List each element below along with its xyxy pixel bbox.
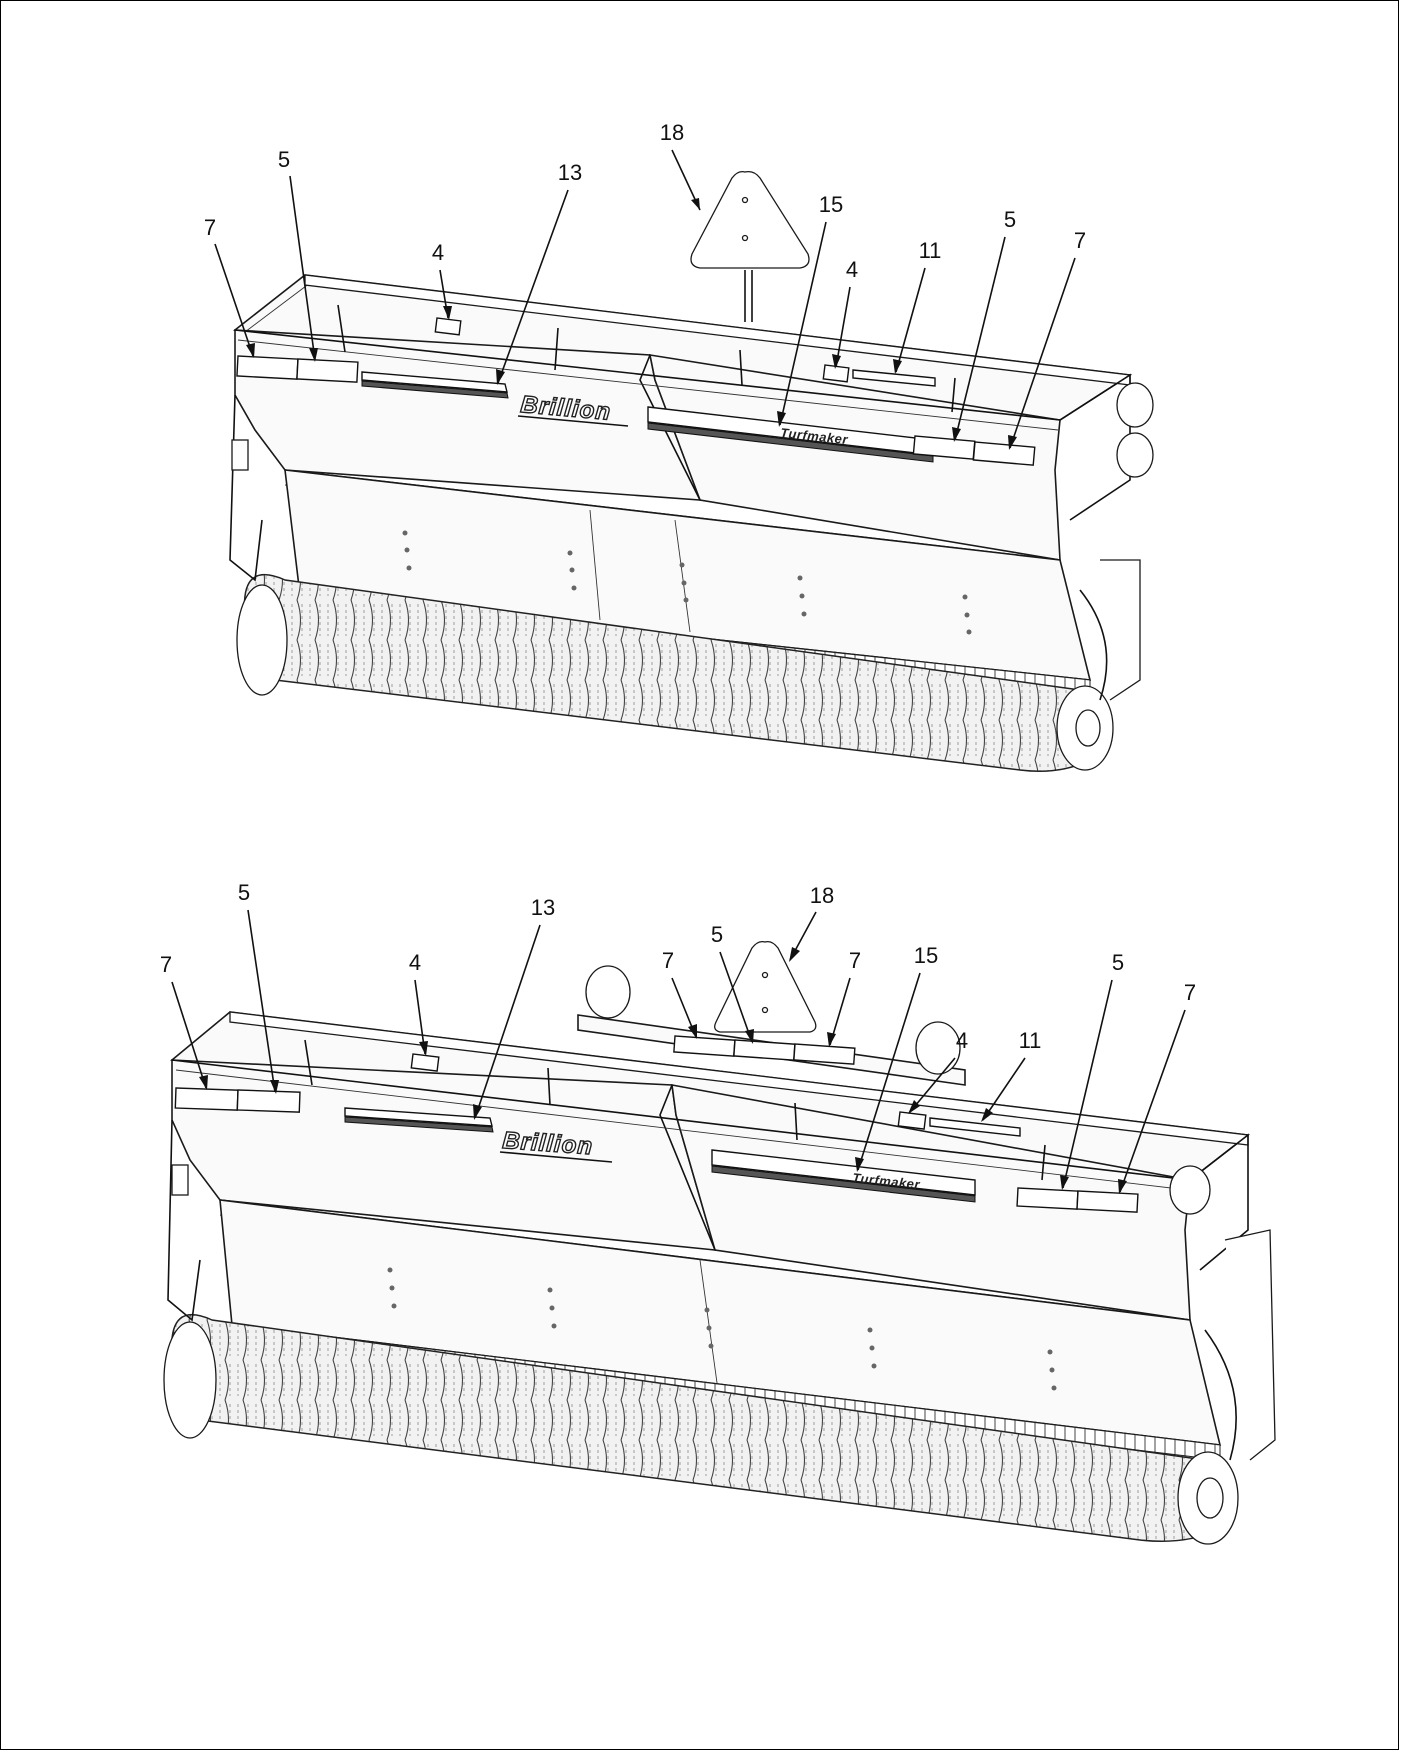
callout-7-lower-rear-right: 7 <box>849 948 861 973</box>
callout-18-lower: 18 <box>810 883 834 908</box>
decal-5-lower-right <box>1016 1187 1079 1210</box>
callout-7-upper-left: 7 <box>204 215 216 240</box>
smv-emblem-lower <box>714 940 817 1033</box>
callout-7-lower-left: 7 <box>160 952 172 977</box>
callout-5-upper-right: 5 <box>1004 207 1016 232</box>
decal-5-lower-left <box>236 1089 301 1113</box>
callout-7-lower-right: 7 <box>1184 980 1196 1005</box>
decal-7-upper-right <box>972 441 1036 466</box>
lower-callouts: 5 13 18 5 7 4 7 15 7 4 11 5 <box>160 880 1196 1194</box>
callout-4-upper-left: 4 <box>432 240 444 265</box>
callout-13-lower: 13 <box>531 895 555 920</box>
callout-5-upper-left: 5 <box>278 147 290 172</box>
callout-5-lower-right: 5 <box>1112 950 1124 975</box>
decal-13-lower <box>344 1107 493 1127</box>
model-text-upper: Turfmaker <box>780 425 849 447</box>
decal-4-lower-left <box>410 1053 440 1072</box>
callout-4-lower-right: 4 <box>956 1028 968 1053</box>
callout-4-lower-left: 4 <box>409 950 421 975</box>
lower-machine: Brillion Turfmaker <box>163 940 1276 1545</box>
callout-7-upper-right: 7 <box>1074 228 1086 253</box>
decal-7-upper-left <box>236 355 299 380</box>
decal-5-upper-left <box>296 358 359 383</box>
decal-7-lower-rear-right <box>793 1043 856 1065</box>
callout-7-lower-rear-left: 7 <box>662 948 674 973</box>
decal-15-lower <box>711 1149 976 1196</box>
decal-11-upper <box>852 369 936 387</box>
callout-13-upper: 13 <box>558 160 582 185</box>
decal-13-upper <box>361 371 508 393</box>
callout-5-lower-left: 5 <box>238 880 250 905</box>
decal-7-lower-left <box>174 1087 239 1111</box>
callout-18-upper: 18 <box>660 120 684 145</box>
upper-machine: Brillion Turfmaker <box>229 170 1154 772</box>
decal-4-lower-right <box>897 1111 927 1130</box>
callout-11-upper: 11 <box>919 238 942 263</box>
upper-callouts: 18 5 13 7 4 15 4 11 5 7 <box>204 120 1086 450</box>
decal-7-lower-rear-left <box>673 1035 736 1057</box>
decal-11-lower <box>929 1117 1021 1137</box>
callout-4-upper-right: 4 <box>846 257 858 282</box>
callout-5-lower-rear: 5 <box>711 922 723 947</box>
model-text-lower: Turfmaker <box>852 1170 921 1192</box>
callout-15-upper: 15 <box>819 192 843 217</box>
callout-15-lower: 15 <box>914 943 938 968</box>
decal-4-upper-right <box>822 364 850 383</box>
decal-5-lower-rear <box>733 1039 796 1061</box>
decal-4-upper-left <box>434 317 462 336</box>
smv-emblem-upper <box>690 170 810 269</box>
decal-7-lower-right <box>1076 1190 1139 1213</box>
callout-11-lower: 11 <box>1019 1028 1042 1053</box>
